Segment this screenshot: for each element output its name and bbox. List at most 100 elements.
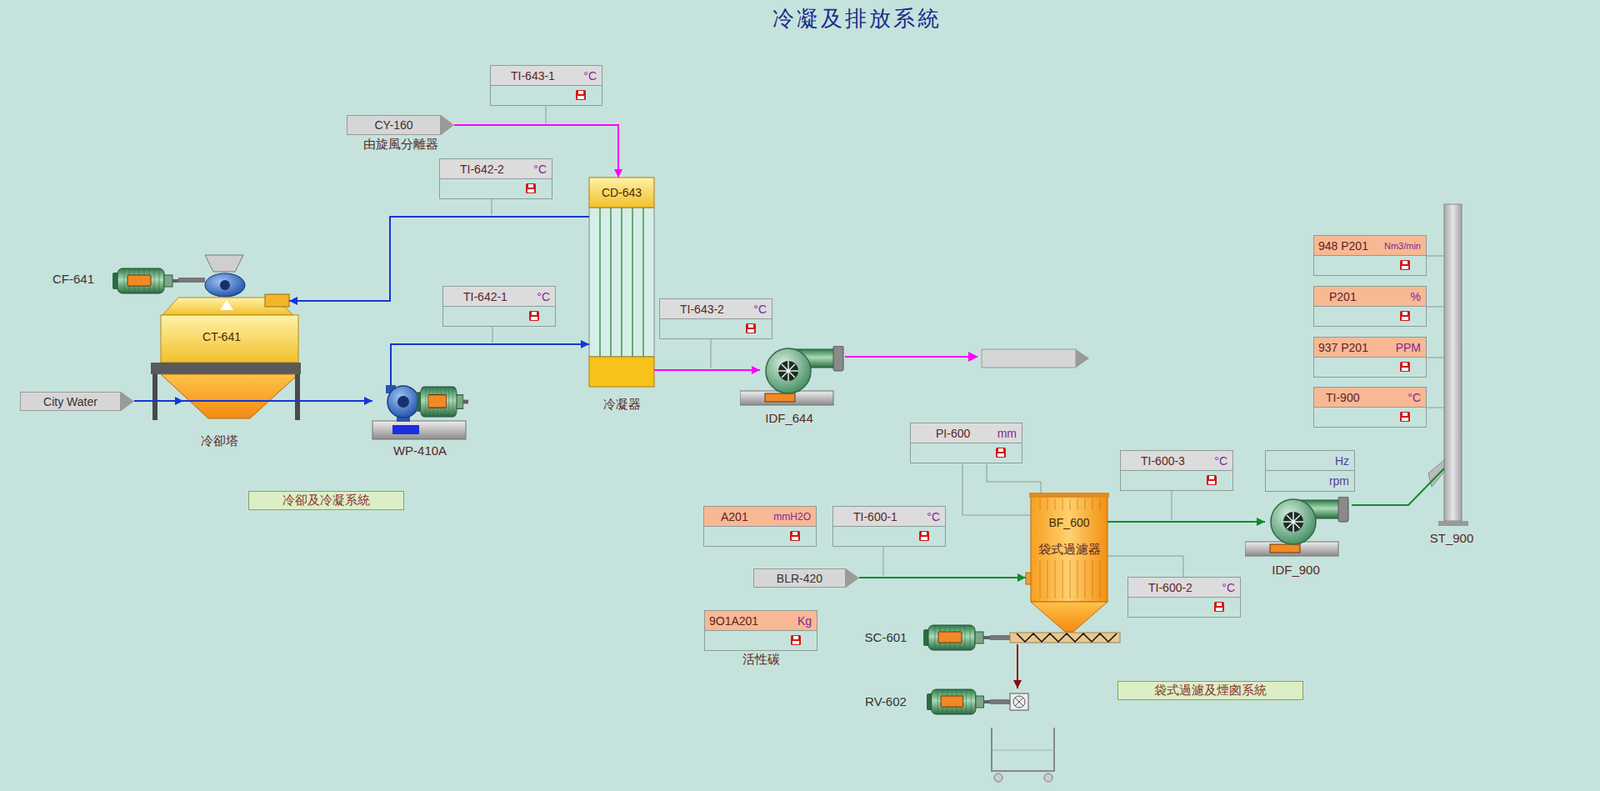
cooling-tower-drawing bbox=[160, 374, 299, 419]
fan-drawing bbox=[740, 345, 844, 405]
tag-name: PI-600 bbox=[935, 426, 970, 440]
unit-label: % bbox=[1410, 290, 1421, 304]
caption-label: 活性碳 bbox=[742, 651, 780, 668]
section-label: 袋式過濾及煙囪系統 bbox=[1117, 680, 1304, 700]
temperature-indicator: TI-600-1°C bbox=[832, 505, 946, 547]
temperature-indicator: TI-642-1°C bbox=[442, 285, 556, 327]
equipment-label: CD-643 bbox=[601, 185, 642, 200]
equipment-label: 冷凝器 bbox=[603, 396, 641, 413]
bag-filter-drawing bbox=[1030, 495, 1108, 602]
leader-lines bbox=[1426, 255, 1445, 408]
tag-name: 9O1A201 bbox=[709, 614, 759, 628]
leader-lines bbox=[491, 199, 493, 215]
save-icon bbox=[1400, 361, 1410, 372]
pump-drawing bbox=[416, 386, 469, 417]
unit-label: Nm3/min bbox=[1384, 240, 1421, 251]
equipment-label: 冷卻塔 bbox=[200, 433, 239, 450]
save-icon bbox=[529, 310, 540, 321]
tag-header: PI-600mm bbox=[910, 423, 1022, 444]
outlet-drawing bbox=[845, 349, 1090, 368]
tag-header: 937 P201PPM bbox=[1314, 337, 1426, 358]
save-icon bbox=[1215, 607, 1223, 611]
leader-lines bbox=[1107, 555, 1184, 577]
save-icon bbox=[1402, 260, 1408, 265]
temperature-indicator: TI-642-2°C bbox=[439, 158, 553, 200]
save-icon bbox=[1401, 265, 1409, 270]
temperature-indicator: TI-643-1°C bbox=[490, 65, 603, 106]
stack-drawing bbox=[1438, 520, 1469, 526]
save-icon bbox=[1402, 412, 1408, 416]
save-icon bbox=[1400, 411, 1410, 422]
tag-header: TI-643-1°C bbox=[490, 65, 602, 86]
fan-drawing bbox=[1245, 496, 1349, 556]
save-icon bbox=[577, 95, 585, 100]
leader-lines bbox=[492, 326, 494, 343]
weight-indicator: 9O1A201Kg活性碳 bbox=[704, 610, 818, 651]
pump-drawing bbox=[372, 420, 466, 440]
discharge-drawing bbox=[991, 727, 1055, 771]
flow-connector bbox=[390, 344, 590, 386]
speed-indicator: Hzrpm bbox=[1265, 450, 1355, 492]
discharge-drawing bbox=[1013, 695, 1025, 708]
temperature-indicator: TI-900°C bbox=[1313, 386, 1427, 428]
cooling-tower-drawing bbox=[205, 273, 245, 297]
cooling-tower-drawing bbox=[178, 277, 205, 283]
tag-header: TI-600-1°C bbox=[833, 506, 945, 527]
tag-name: TI-643-2 bbox=[680, 302, 725, 316]
outlet-drawing bbox=[845, 355, 970, 358]
tag-value bbox=[833, 526, 945, 546]
tag-value bbox=[1128, 597, 1240, 617]
rotary-valve: RV-602 bbox=[858, 688, 1029, 717]
unit-label: °C bbox=[1214, 454, 1228, 468]
tag-header: TI-600-3 °C bbox=[1120, 450, 1233, 471]
save-icon bbox=[1214, 601, 1225, 612]
save-icon bbox=[1402, 362, 1408, 366]
save-icon bbox=[530, 316, 538, 320]
cooling-tower-drawing bbox=[265, 294, 290, 307]
condenser-drawing bbox=[589, 207, 655, 357]
discharge-drawing bbox=[923, 625, 990, 650]
tag-arrow bbox=[845, 568, 860, 588]
cooling-tower-drawing bbox=[112, 255, 301, 420]
flow-connector bbox=[859, 576, 1026, 579]
tag-header: TI-900°C bbox=[1314, 387, 1426, 408]
part-name: CF-641 bbox=[52, 271, 95, 286]
save-icon bbox=[575, 90, 586, 100]
save-icon bbox=[529, 310, 540, 321]
save-icon bbox=[745, 323, 756, 334]
save-icon bbox=[1214, 601, 1225, 612]
save-icon bbox=[1401, 367, 1409, 371]
tag-name: CY-160 bbox=[374, 118, 413, 132]
save-icon bbox=[998, 448, 1004, 452]
screw-conveyor: SC-601 bbox=[858, 620, 1120, 645]
cooling-tower-drawing bbox=[220, 280, 230, 290]
equipment-label: ST_900 bbox=[1430, 530, 1475, 545]
save-icon bbox=[1401, 417, 1409, 421]
save-icon bbox=[793, 635, 799, 640]
flow-connector bbox=[134, 400, 184, 402]
save-icon bbox=[1400, 361, 1410, 372]
stack: ST_900 bbox=[1444, 204, 1462, 525]
discharge-drawing bbox=[994, 773, 1003, 782]
tag-header: TI-643-2 °C bbox=[660, 299, 772, 320]
save-icon bbox=[790, 530, 800, 541]
save-icon bbox=[1400, 411, 1410, 422]
tag-name: TI-600-3 bbox=[1140, 454, 1185, 468]
outlet-drawing bbox=[968, 351, 979, 362]
discharge-drawing bbox=[923, 625, 1120, 782]
section-title: 冷卻及冷凝系統 bbox=[282, 492, 370, 507]
bag-filter-drawing bbox=[1025, 492, 1110, 632]
tag-header: P201% bbox=[1314, 286, 1426, 307]
unit-label: °C bbox=[753, 302, 767, 316]
pump-drawing bbox=[397, 395, 410, 408]
pump-drawing bbox=[392, 425, 420, 435]
tag-arrow bbox=[845, 568, 860, 588]
cooling-tower-drawing bbox=[220, 300, 234, 310]
induced-draft-fan: IDF_900 bbox=[1265, 496, 1352, 558]
tag-arrow bbox=[440, 115, 455, 135]
bag-filter: BF_600袋式過濾器 bbox=[1025, 495, 1108, 634]
tag-name: TI-642-1 bbox=[463, 290, 508, 304]
discharge-drawing bbox=[1015, 697, 1024, 706]
tag-value bbox=[704, 526, 816, 546]
